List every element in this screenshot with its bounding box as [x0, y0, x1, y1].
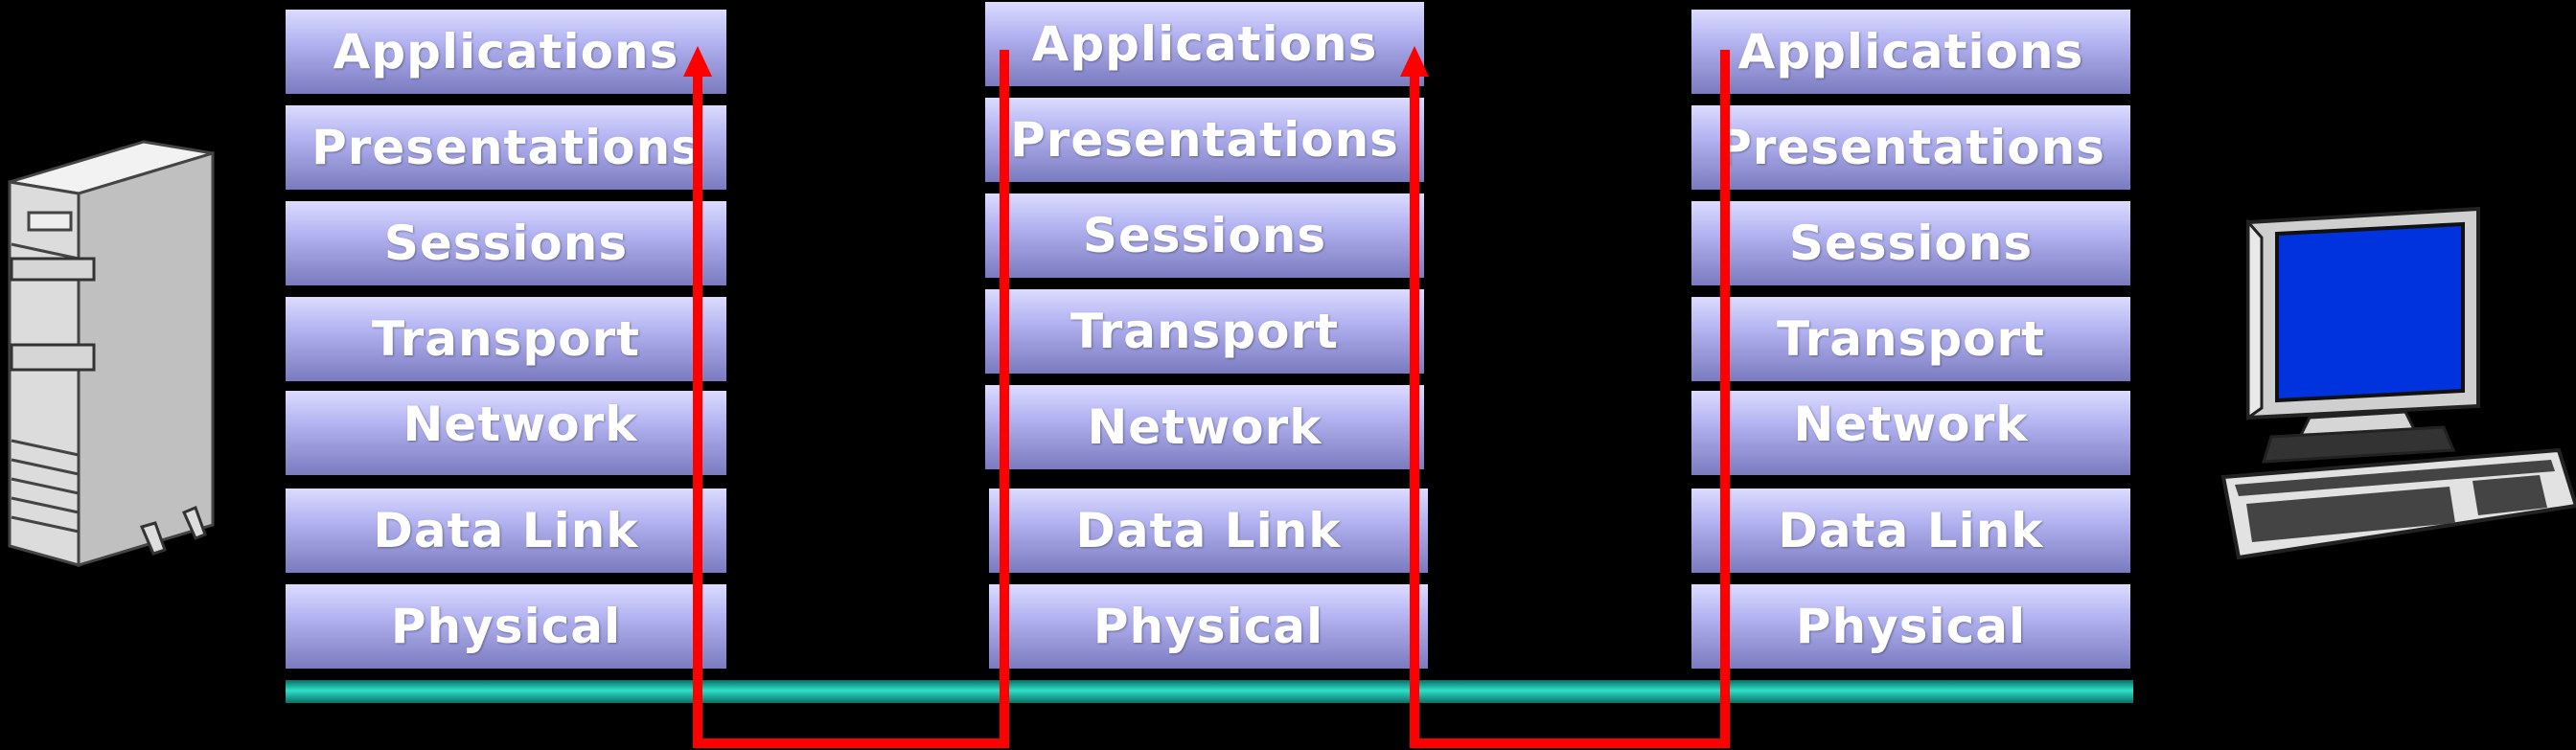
layer-network: Network [286, 391, 726, 475]
arrowhead-up-icon [1400, 46, 1429, 77]
layer-applications: Applications [985, 2, 1424, 86]
layer-presentations: Presentations [1691, 105, 2130, 190]
layer-physical: Physical [989, 584, 1428, 669]
layer-applications: Applications [1691, 10, 2130, 94]
server-tower-icon [8, 140, 215, 568]
layer-sessions: Sessions [1691, 201, 2130, 285]
layer-presentations: Presentations [985, 98, 1424, 182]
layer-network: Network [985, 385, 1424, 469]
layer-network: Network [1691, 391, 2130, 475]
network-cable [286, 680, 2133, 703]
arrowhead-up-icon [683, 46, 712, 77]
layer-transport: Transport [1691, 297, 2130, 381]
data-path-segment-1 [693, 50, 1009, 748]
layer-data-link: Data Link [1691, 489, 2130, 573]
layer-presentations: Presentations [286, 105, 726, 190]
layer-data-link: Data Link [286, 489, 726, 573]
layer-transport: Transport [985, 289, 1424, 374]
layer-physical: Physical [286, 584, 726, 669]
layer-transport: Transport [286, 297, 726, 381]
layer-sessions: Sessions [286, 201, 726, 285]
data-path-segment-2 [1410, 50, 1730, 748]
layer-physical: Physical [1691, 584, 2130, 669]
layer-applications: Applications [286, 10, 726, 94]
layer-sessions: Sessions [985, 193, 1424, 278]
desktop-computer-icon [2220, 206, 2576, 560]
layer-data-link: Data Link [989, 489, 1428, 573]
